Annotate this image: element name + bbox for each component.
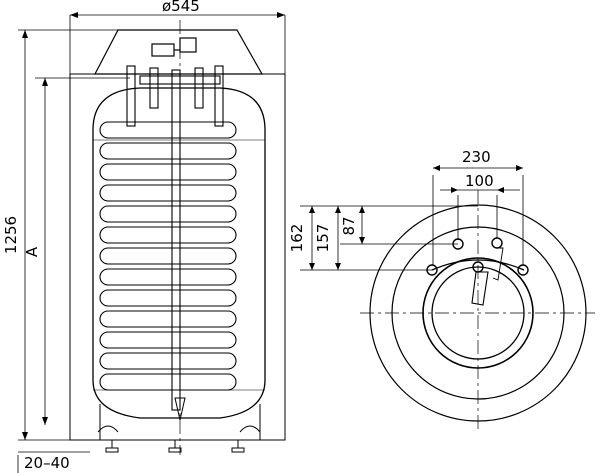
top-view [300,165,595,430]
offset-157-label: 157 [314,224,332,253]
width-100-label: 100 [465,172,494,190]
feet-dimension-label: 20–40 [24,454,70,472]
height-label: 1256 [2,216,20,254]
offset-162-label: 162 [288,224,306,253]
diameter-label: ø545 [162,0,200,15]
width-230-label: 230 [462,148,491,166]
side-view [17,12,286,473]
a-label: A [23,246,41,257]
offset-87-label: 87 [340,216,358,235]
